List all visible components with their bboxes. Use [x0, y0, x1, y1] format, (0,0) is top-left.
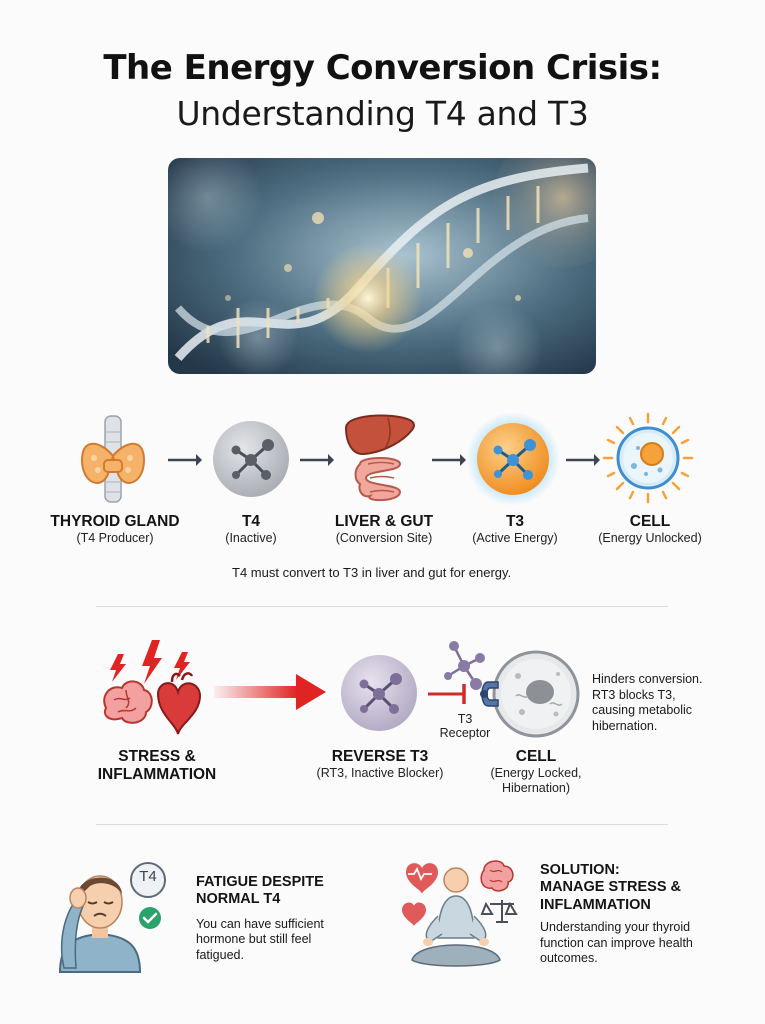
- flow-arrow-icon: [166, 452, 202, 473]
- fatigued-person-icon: [50, 856, 170, 974]
- page-title-line1: The Energy Conversion Crisis:: [103, 48, 662, 88]
- flow-sub-thyroid: (T4 Producer): [76, 530, 154, 545]
- thyroid-gland-icon: [72, 412, 154, 508]
- flow-title-thyroid: THYROID GLAND: [50, 513, 180, 530]
- flow-title-t4: T4: [241, 513, 261, 530]
- receptor-label-line1: T3: [457, 712, 473, 726]
- fatigue-body-line: You can have sufficient: [196, 916, 324, 931]
- solution-body-line: function can improve health: [540, 935, 693, 950]
- fatigue-title-line1: FATIGUE DESPITE: [196, 874, 324, 890]
- t3-molecule-icon: [466, 412, 560, 506]
- side-note-line: causing metabolic: [592, 703, 693, 718]
- flow-title-cell: CELL: [629, 513, 671, 530]
- solution-body-line: Understanding your thyroid: [540, 920, 691, 935]
- brain-heart-lightning-icon: [96, 636, 208, 740]
- receptor-label-line2: Receptor: [439, 726, 491, 741]
- flow-title-liver-gut: LIVER & GUT: [334, 513, 434, 530]
- rt3-molecule-icon: [340, 654, 418, 732]
- solution-title-line3: INFLAMMATION: [540, 896, 651, 913]
- liver-gut-icon: [340, 412, 420, 508]
- rt3-title: REVERSE T3: [331, 748, 429, 765]
- fatigue-body-line: fatigued.: [196, 948, 244, 963]
- stress-title-line2: INFLAMMATION: [97, 765, 217, 783]
- page-title-line2: Understanding T4 and T3: [176, 94, 589, 133]
- stress-title-line1: STRESS &: [118, 748, 196, 765]
- flow-arrow-icon: [564, 452, 600, 473]
- solution-title-line2: MANAGE STRESS &: [540, 879, 681, 896]
- fatigue-title-line2: NORMAL T4: [196, 891, 281, 908]
- side-note: Hinders conversion. RT3 blocks T3, causi…: [592, 672, 742, 735]
- solution-block: SOLUTION: MANAGE STRESS & INFLAMMATION U…: [540, 862, 740, 967]
- locked-cell-sub-line1: (Energy Locked,: [490, 765, 582, 780]
- flow-sub-t3: (Active Energy): [472, 530, 558, 545]
- solution-title-line1: SOLUTION:: [540, 862, 620, 878]
- locked-cell-sub-line2: Hibernation): [501, 780, 571, 795]
- solution-body-line: outcomes.: [540, 951, 598, 966]
- glowing-cell-icon: [600, 410, 696, 506]
- flow-caption: T4 must convert to T3 in liver and gut f…: [232, 565, 512, 580]
- red-gradient-arrow-icon: [214, 672, 326, 712]
- meditating-person-icon: [398, 856, 522, 974]
- section-divider: [96, 606, 668, 607]
- flow-sub-cell: (Energy Unlocked): [598, 530, 702, 545]
- rt3-sub: (RT3, Inactive Blocker): [316, 765, 444, 780]
- flow-sub-t4: (Inactive): [225, 530, 277, 545]
- flow-sub-liver-gut: (Conversion Site): [335, 530, 433, 545]
- receptor-label: T3 Receptor: [438, 712, 492, 741]
- fatigue-body-line: hormone but still feel: [196, 932, 312, 947]
- locked-cell-title: CELL: [515, 748, 557, 765]
- flow-title-t3: T3: [505, 513, 525, 530]
- flow-arrow-icon: [298, 452, 334, 473]
- section-divider: [96, 824, 668, 825]
- dna-helix-hero-image: [168, 158, 596, 374]
- flow-arrow-icon: [430, 452, 466, 473]
- side-note-line: Hinders conversion.: [592, 672, 703, 686]
- t4-molecule-icon: [212, 420, 290, 498]
- fatigue-block: FATIGUE DESPITE NORMAL T4 You can have s…: [196, 874, 386, 964]
- side-note-line: RT3 blocks T3,: [592, 687, 676, 702]
- side-note-line: hibernation.: [592, 718, 658, 733]
- t4-badge-label: T4: [139, 868, 157, 885]
- rt3-blocking-receptor-icon: [426, 636, 582, 748]
